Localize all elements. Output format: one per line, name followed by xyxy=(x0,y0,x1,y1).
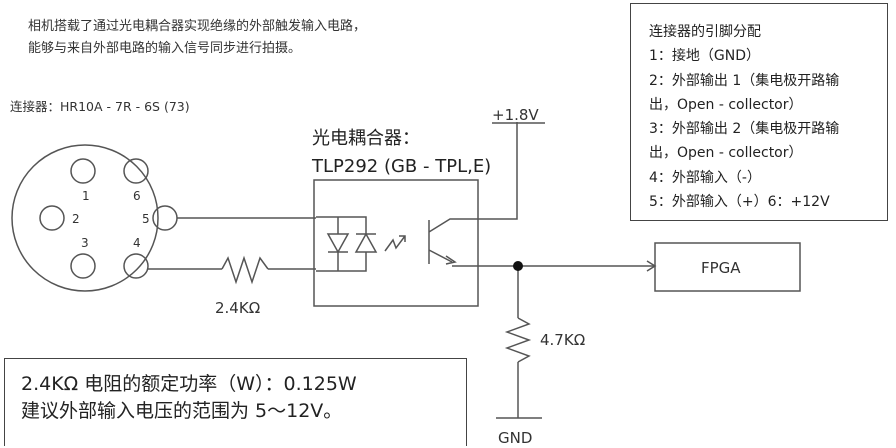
intro-line-1: 相机搭载了通过光电耦合器实现绝缘的外部触发输入电路， xyxy=(28,19,367,34)
note-line-2: 建议外部输入电压的范围为 5～12V。 xyxy=(21,400,343,422)
fpga-label: FPGA xyxy=(701,259,741,277)
ground-label: GND xyxy=(498,429,532,447)
diode-2 xyxy=(354,232,378,253)
resistor-2-4k-symbol xyxy=(221,255,269,285)
optocoupler-box xyxy=(313,179,479,307)
pin-assignment-line: 2：外部输出 1（集电极开路输 xyxy=(649,72,840,89)
fpga-box xyxy=(654,242,801,292)
pin-assignment-line: 4：外部输入（-） xyxy=(649,169,761,186)
diode-1 xyxy=(326,233,350,254)
connector-pin-5 xyxy=(152,205,178,231)
diode-wiring xyxy=(316,216,367,272)
pin-assignment-line: 1：接地（GND） xyxy=(649,48,761,65)
emitter-arrow xyxy=(445,255,457,265)
pin-label-2: 2 xyxy=(72,212,80,226)
light-emission-icon xyxy=(384,235,406,252)
pin-assignment-line: 出，Open - collector） xyxy=(649,145,803,162)
supply-label: +1.8V xyxy=(492,106,539,124)
pin-label-4: 4 xyxy=(133,236,141,250)
connector-body xyxy=(11,144,159,292)
phototransistor xyxy=(428,122,518,264)
pin-label-6: 6 xyxy=(133,189,141,203)
pin-label-3: 3 xyxy=(81,236,89,250)
connector-label: 连接器：HR10A - 7R - 6S (73) xyxy=(10,99,190,114)
optocoupler-model: TLP292 (GB - TPL,E) xyxy=(312,156,492,177)
pin-assignment-title: 连接器的引脚分配 xyxy=(649,24,761,40)
intro-line-2: 能够与来自外部电路的输入信号同步进行拍摄。 xyxy=(28,41,302,56)
connector-pin-4 xyxy=(123,253,149,279)
junction-dot xyxy=(513,261,523,271)
pin-label-1: 1 xyxy=(82,189,90,203)
note-box: 2.4KΩ 电阻的额定功率（W）：0.125W 建议外部输入电压的范围为 5～1… xyxy=(4,358,467,446)
optocoupler-title: 光电耦合器： xyxy=(312,128,420,149)
pin-assignment-line: 5：外部输入（+）6：+12V xyxy=(649,194,830,211)
pulldown-resistor-label: 4.7KΩ xyxy=(540,331,585,349)
pin-assignment-line: 3：外部输出 2（集电极开路输 xyxy=(649,121,840,138)
input-resistor-label: 2.4KΩ xyxy=(215,299,260,317)
connector-pin-3 xyxy=(70,253,96,279)
connector-pin-2 xyxy=(39,205,65,231)
pin-label-5: 5 xyxy=(142,212,150,226)
intro-text: 相机搭载了通过光电耦合器实现绝缘的外部触发输入电路， 能够与来自外部电路的输入信… xyxy=(28,16,366,60)
pin-assignment-box: 连接器的引脚分配 1：接地（GND） 2：外部输出 1（集电极开路输 出，Ope… xyxy=(630,3,888,221)
note-line-1: 2.4KΩ 电阻的额定功率（W）：0.125W xyxy=(21,373,357,395)
resistor-4-7k-symbol xyxy=(504,317,532,363)
connector-pin-6 xyxy=(123,158,149,184)
connector-pin-1 xyxy=(70,158,96,184)
pin-assignment-line: 出，Open - collector） xyxy=(649,96,803,113)
